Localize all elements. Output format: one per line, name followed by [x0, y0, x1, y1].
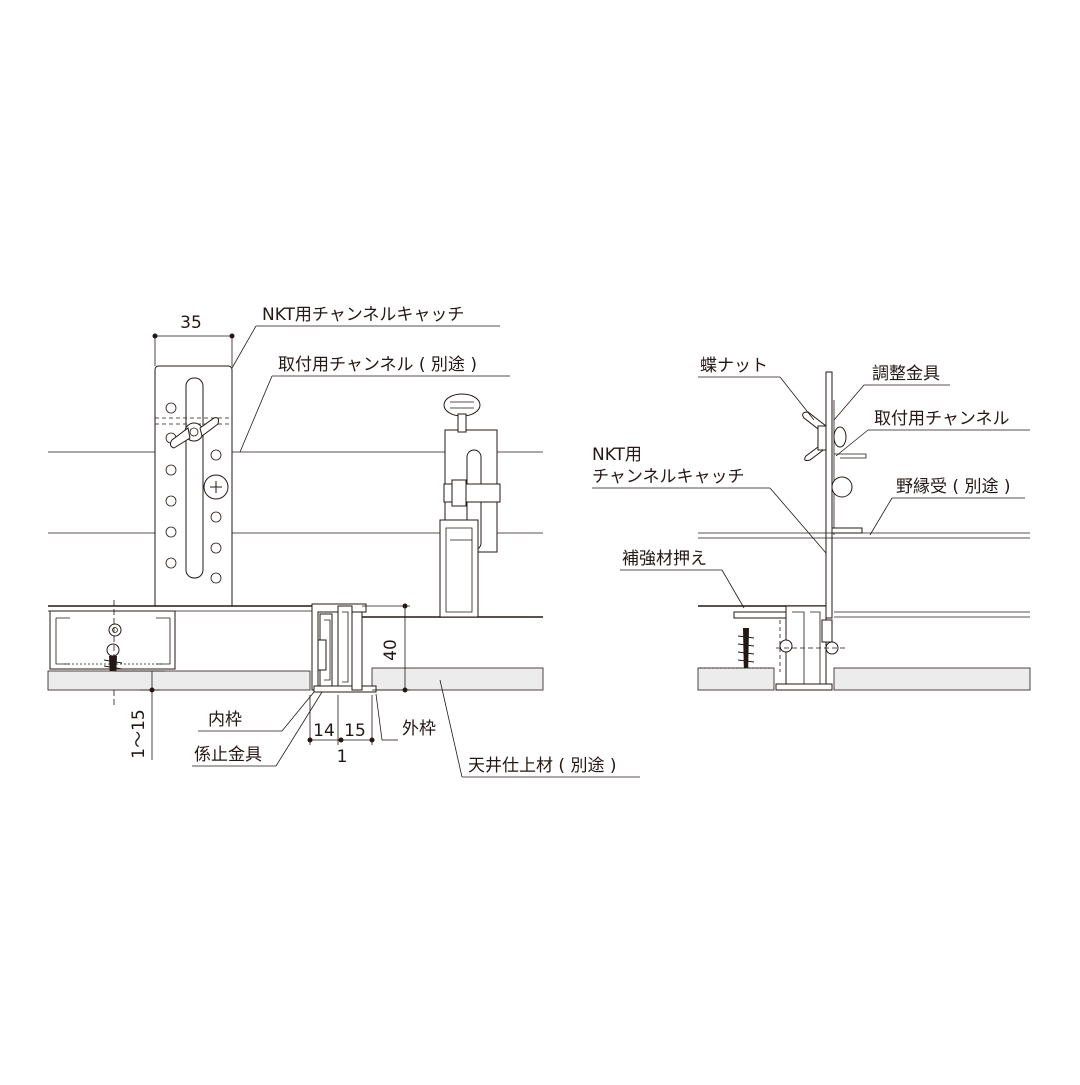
wing-nut-icon [169, 417, 219, 449]
right-ceiling-board-left [697, 667, 775, 691]
left-view: 35 NKT用チャンネルキャッチ 取付用チャンネル ( 別途 ) [47, 305, 640, 778]
frame-assembly [311, 603, 377, 693]
right-wing-nut-icon [802, 411, 847, 461]
dimension-14-15: 14 15 1 [307, 695, 375, 767]
leader-lock-fitting: 係止金具 [192, 691, 323, 767]
right-view: 蝶ナット 調整金具 取付用チャンネル 野縁受 ( 別途 ) NKT用 チャンネル… [592, 356, 1031, 691]
label-wing-nut: 蝶ナット [700, 356, 768, 376]
right-channel-catch [825, 371, 833, 619]
label-right-nkt-line1: NKT用 [592, 445, 642, 465]
dimension-40: 40 [362, 603, 410, 693]
label-lock-fitting: 係止金具 [194, 745, 262, 765]
right-adjust-knob [831, 476, 853, 498]
label-inner-frame: 内枠 [208, 710, 242, 730]
label-adjust-fitting: 調整金具 [872, 364, 940, 384]
leader-reinforcement-holder: 補強材押え [620, 549, 745, 609]
label-outer-frame: 外枠 [402, 719, 436, 739]
dim-1-15-text: 1〜15 [129, 709, 149, 758]
ceiling-board-right [371, 667, 544, 691]
label-nkt-catch: NKT用チャンネルキャッチ [262, 305, 464, 325]
label-right-mount-channel: 取付用チャンネル [874, 409, 1010, 429]
leader-adjust-fitting: 調整金具 [833, 364, 950, 421]
label-furring-receiver: 野縁受 ( 別途 ) [896, 477, 1010, 497]
right-frame-assembly [775, 605, 846, 691]
leader-right-mount-channel: 取付用チャンネル [835, 409, 1030, 457]
dim-15-text: 15 [344, 721, 366, 741]
label-right-nkt-line2: チャンネルキャッチ [592, 467, 745, 487]
leader-outer-frame: 外枠 [375, 693, 436, 741]
right-catch-hanger [439, 393, 501, 618]
leader-mount-channel: 取付用チャンネル ( 別途 ) [239, 355, 510, 453]
leader-wing-nut: 蝶ナット [698, 356, 815, 421]
label-mount-channel: 取付用チャンネル ( 別途 ) [278, 355, 477, 375]
leader-furring-receiver: 野縁受 ( 別途 ) [869, 477, 1025, 536]
dim-1-text: 1 [337, 747, 348, 767]
leader-nkt-catch: NKT用チャンネルキャッチ [231, 305, 500, 369]
leader-ceiling-finish: 天井仕上材 ( 別途 ) [439, 679, 640, 778]
label-ceiling-finish: 天井仕上材 ( 別途 ) [468, 756, 616, 776]
dim-40-text: 40 [381, 639, 401, 661]
leader-inner-frame: 内枠 [198, 691, 315, 732]
dimension-1-15: 1〜15 [114, 670, 165, 760]
dim-35-text: 35 [180, 313, 202, 333]
cross-screw-icon [203, 474, 229, 500]
right-ceiling-board-right [833, 667, 1031, 691]
leader-right-nkt: NKT用 チャンネルキャッチ [592, 445, 827, 554]
dimension-35: 35 [152, 313, 235, 366]
ceiling-board-left [47, 670, 311, 691]
label-reinforcement-holder: 補強材押え [622, 549, 707, 569]
dim-14-text: 14 [313, 721, 335, 741]
